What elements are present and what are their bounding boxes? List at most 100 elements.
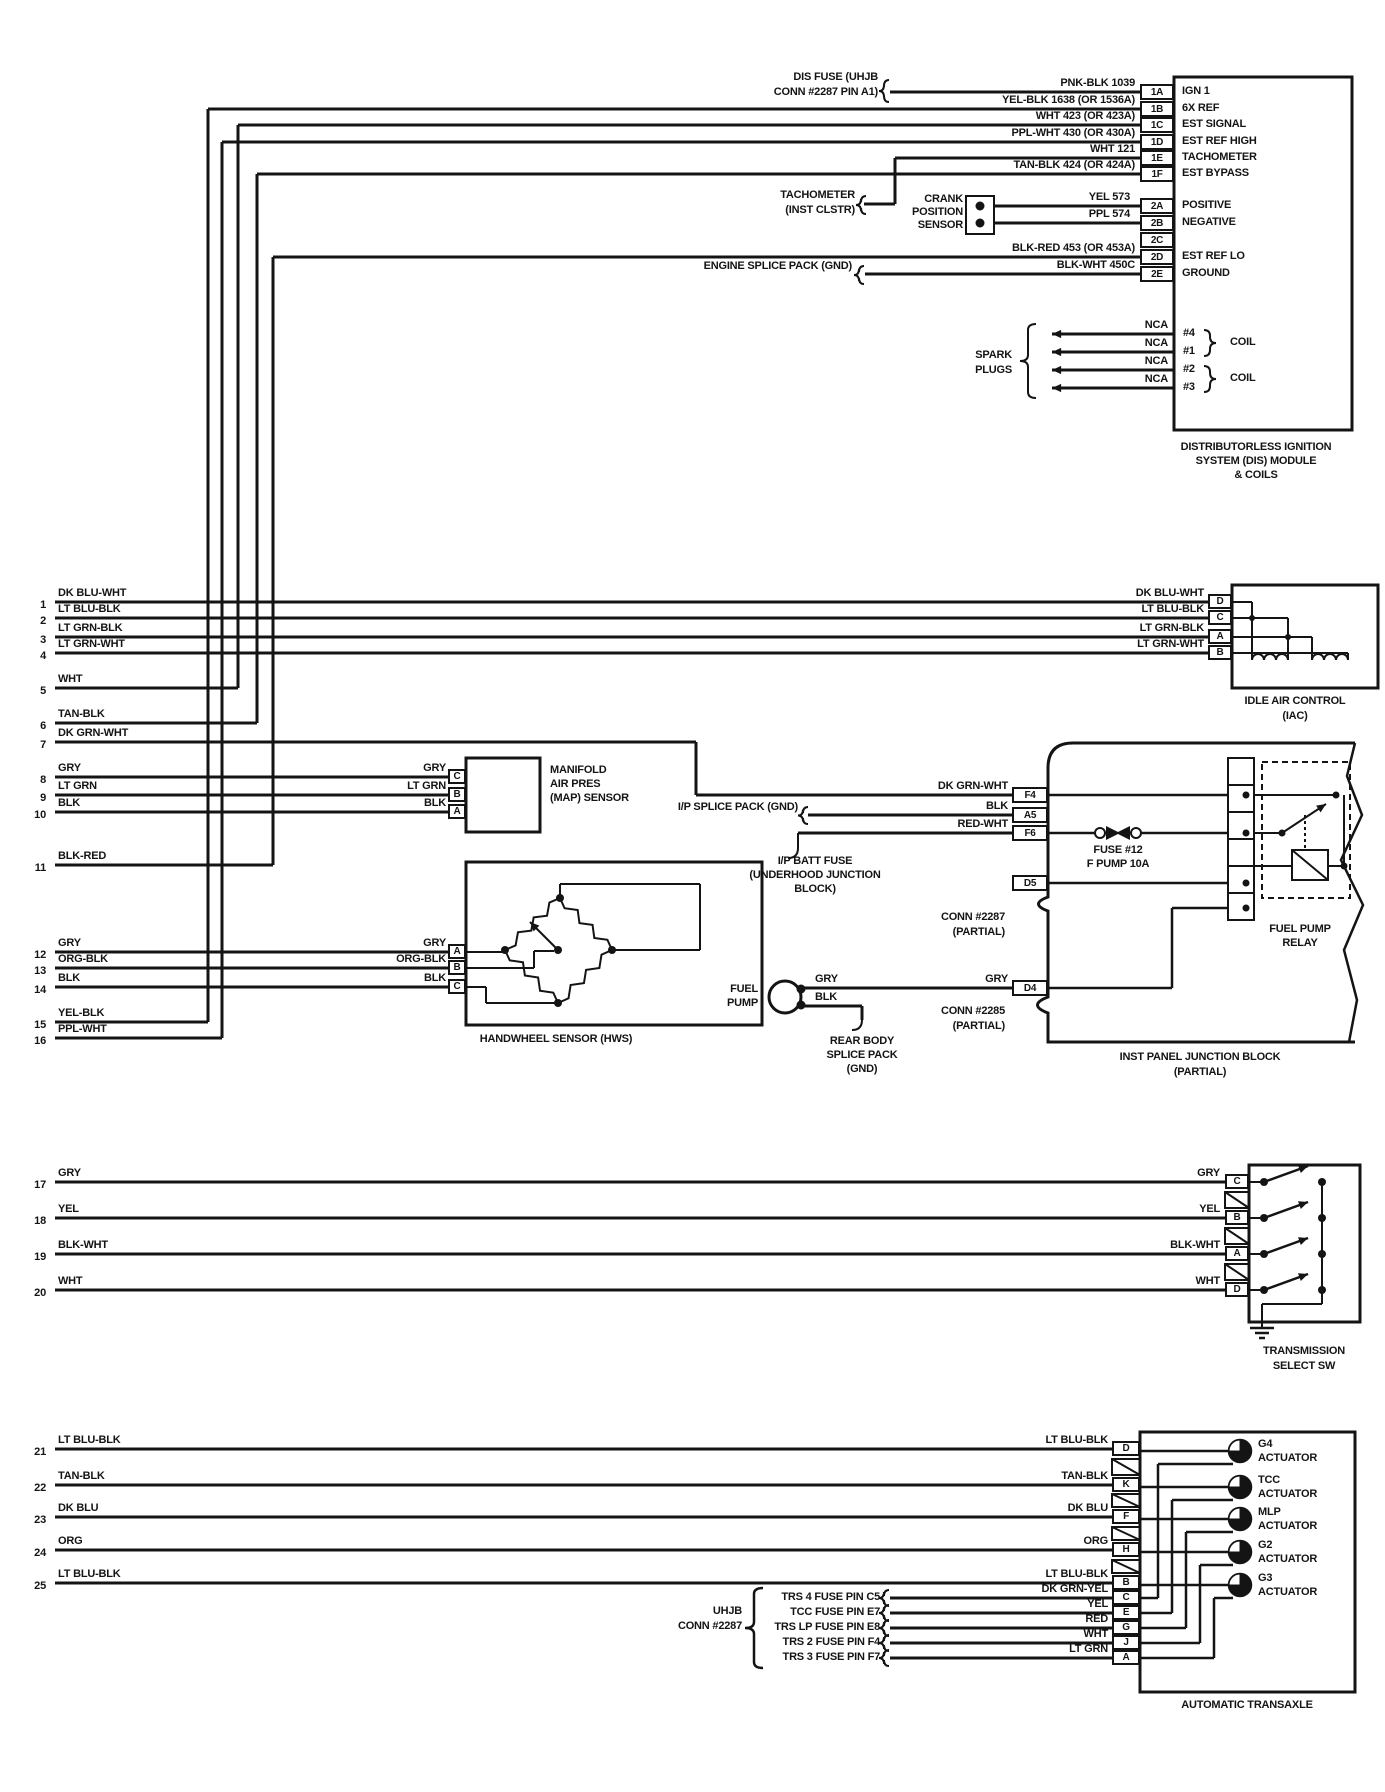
label-ipjb-conn2287-0: CONN #2287 [940, 911, 1005, 924]
label-at-rows-3-wire: ORG [1083, 1535, 1109, 1548]
label-ipjb-d4-wire: GRY [985, 973, 1008, 986]
label-map-rows-1-wire: LT GRN [407, 780, 446, 793]
brace [1203, 365, 1217, 393]
pin-dis-pins1-1-pin: 1B [1140, 101, 1174, 117]
hook [851, 1019, 863, 1031]
label-dis-pins1-0-wire: PNK-BLK 1039 [1060, 77, 1135, 90]
pin-dis-pins2-0-pin: 2A [1140, 198, 1174, 214]
pin-tss-rows-0-pin: C [1225, 1174, 1249, 1189]
label-at-uhjb-0: UHJB [712, 1605, 742, 1618]
label-dis-pins1-4-name: TACHOMETER [1182, 151, 1257, 164]
label-hws-rows-2-wire: BLK [58, 972, 81, 985]
fuse-tri [1116, 826, 1130, 840]
label-dis-module-1: SYSTEM (DIS) MODULE [1195, 455, 1317, 468]
label-dis-pins2-4-name: GROUND [1182, 267, 1230, 280]
dis-module-box [1172, 75, 1354, 432]
label-dis-spark_plugs-0: SPARK [975, 349, 1012, 362]
label-at-rows-4-n: 25 [34, 1580, 46, 1593]
label-tss-rows-2-n: 19 [34, 1251, 46, 1264]
label-at-rows-4-wire: LT BLU-BLK [1045, 1568, 1108, 1581]
label-at-feeds-0-src: TRS 4 FUSE PIN C5 [781, 1591, 880, 1604]
label-at-feeds-1-wire: YEL [1087, 1598, 1108, 1611]
label-ipjb-rear_splice-1: SPLICE PACK [826, 1049, 898, 1062]
brace [1019, 323, 1037, 399]
relay-strip-cell [1227, 784, 1255, 813]
label-ipjb-conn2285-1: (PARTIAL) [952, 1020, 1006, 1033]
pin-hws-rows-1-pin: B [448, 960, 466, 975]
pin-tss-rows-2-pin: A [1225, 1246, 1249, 1261]
pin-at-rows-4-pin: B [1112, 1575, 1140, 1590]
pin-at-feeds-4-pin: A [1112, 1650, 1140, 1665]
brace [878, 1604, 890, 1622]
pin-at-feeds-2-pin: G [1112, 1620, 1140, 1635]
label-dis-plug_wires-0-wire: NCA [1144, 319, 1168, 332]
label-ipjb-relay-0: FUEL PUMP [1269, 923, 1331, 936]
label-iac-rows-1-n: 2 [40, 615, 46, 628]
junction-dot [1242, 879, 1250, 887]
label-ipjb-fuel_pump-1: PUMP [727, 997, 758, 1010]
label-dis-pins1-4-wire: WHT 121 [1089, 143, 1135, 156]
label-at-rows-2-wire: DK BLU [58, 1502, 99, 1515]
label-at-rows-3-wire: ORG [58, 1535, 83, 1548]
label-ipjb-ip_splice: I/P SPLICE PACK (GND) [677, 801, 798, 814]
label-dis-module-0: DISTRIBUTORLESS IGNITION [1180, 441, 1332, 454]
actuator-wedge [1228, 1475, 1241, 1488]
label-dis-crank_src-0: CRANK [924, 193, 963, 206]
label-hws-rows-1-n: 13 [34, 965, 46, 978]
pin-dis-pins1-5-pin: 1F [1140, 166, 1174, 182]
pin-map-rows-1-pin: B [448, 787, 466, 802]
label-risers-5-n: 16 [34, 1035, 46, 1048]
wire-line [1111, 1526, 1141, 1541]
label-at-feeds-1-src: TCC FUSE PIN E7 [790, 1606, 880, 1619]
pin-dis-pins1-0-pin: 1A [1140, 84, 1174, 100]
label-tss-rows-3-wire: WHT [1195, 1275, 1221, 1288]
wire-line [1224, 1227, 1250, 1245]
label-dis-tach_src-0: TACHOMETER [780, 189, 855, 202]
label-dis-engine_splice: ENGINE SPLICE PACK (GND) [703, 260, 853, 273]
label-map-rows-0-wire: GRY [58, 762, 81, 775]
ipjb-torn-edge [1339, 742, 1365, 1043]
label-dis-plug_wires-2-plug: #2 [1183, 363, 1195, 376]
pin-ipjb-f4-pin: F4 [1012, 787, 1048, 803]
junction-dot [1332, 791, 1340, 799]
label-at-rows-0-wire: LT BLU-BLK [58, 1434, 121, 1447]
label-dis-pins1-3-name: EST REF HIGH [1182, 135, 1257, 148]
pin-dis-pins2-2-pin: 2C [1140, 232, 1174, 248]
label-ipjb-pump_wires-1: BLK [815, 991, 838, 1004]
label-risers-3-n: 11 [34, 862, 46, 875]
pin-at-feeds-0-pin: C [1112, 1590, 1140, 1605]
map-sensor-box [464, 756, 542, 834]
label-tss-rows-1-n: 18 [34, 1215, 46, 1228]
label-at-label: AUTOMATIC TRANSAXLE [1181, 1699, 1313, 1712]
label-at-actuators-3-type: ACTUATOR [1258, 1553, 1318, 1566]
label-at-actuators-2-name: MLP [1258, 1506, 1281, 1519]
label-risers-1-n: 6 [40, 720, 46, 733]
pin-ipjb-a5-pin: A5 [1012, 807, 1048, 823]
wire-line [1224, 1191, 1250, 1209]
actuator-wedge [1228, 1540, 1241, 1553]
label-dis-pins2-1-wire: PPL 574 [1088, 208, 1130, 221]
pin-dis-pins2-1-pin: 2B [1140, 215, 1174, 231]
brace [878, 1619, 890, 1637]
label-ipjb-fuel_pump-0: FUEL [730, 983, 758, 996]
label-at-feeds-0-wire: DK GRN-YEL [1041, 1583, 1109, 1596]
label-ipjb-f4-wire: DK GRN-WHT [937, 780, 1008, 793]
junction-dot [1249, 615, 1255, 621]
label-dis-crank_src-2: SENSOR [917, 219, 963, 232]
wire-line [504, 949, 559, 1004]
relay-strip-cell [1227, 892, 1255, 921]
label-dis-fuse_src-1: CONN #2287 PIN A1) [773, 86, 878, 99]
relay-strip-cell [1227, 811, 1255, 840]
label-risers-0-wire: WHT [58, 673, 83, 686]
label-dis-pins2-3-wire: BLK-RED 453 (OR 453A) [1012, 242, 1135, 255]
label-dis-pins1-5-wire: TAN-BLK 424 (OR 424A) [1013, 159, 1135, 172]
label-ipjb-label-1: (PARTIAL) [1173, 1066, 1227, 1079]
spacer-hatch [1111, 1493, 1141, 1508]
label-ipjb-rear_splice-0: REAR BODY [829, 1035, 895, 1048]
label-dis-coils-0: COIL [1230, 336, 1256, 349]
pin-dis-pins1-4-pin: 1E [1140, 150, 1174, 166]
label-iac-rows-1-wire: LT BLU-BLK [58, 603, 121, 616]
label-tss-rows-1-wire: YEL [58, 1203, 79, 1216]
pin-map-rows-2-pin: A [448, 804, 466, 819]
label-dis-pins1-2-name: EST SIGNAL [1182, 118, 1247, 131]
